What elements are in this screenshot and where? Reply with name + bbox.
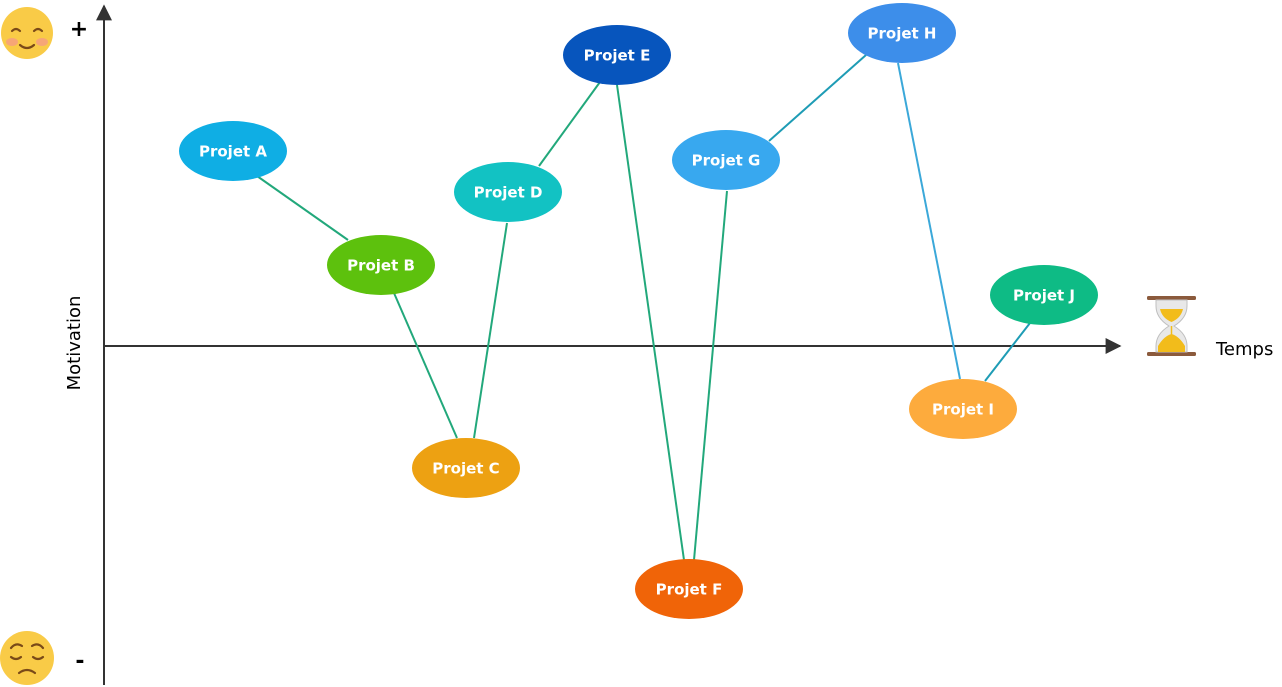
project-label: Projet A — [199, 143, 267, 161]
links-layer — [256, 54, 1031, 561]
link-e-f — [616, 84, 685, 561]
nodes-layer: Projet A Projet B Projet C Projet D Projet E… — [179, 3, 1098, 619]
project-node-b[interactable]: Projet B — [327, 235, 435, 295]
project-label: Projet C — [432, 460, 499, 478]
project-label: Projet G — [692, 152, 761, 170]
link-g-h — [768, 54, 867, 142]
project-node-e[interactable]: Projet E — [563, 25, 671, 85]
minus-sign: - — [75, 649, 84, 674]
project-ellipse — [672, 130, 780, 190]
project-ellipse — [563, 25, 671, 85]
y-axis-label: Motivation — [64, 296, 85, 391]
project-label: Projet I — [932, 401, 994, 419]
project-ellipse — [635, 559, 743, 619]
project-node-g[interactable]: Projet G — [672, 130, 780, 190]
x-axis-label: Temps — [1215, 339, 1273, 360]
project-node-f[interactable]: Projet F — [635, 559, 743, 619]
project-node-c[interactable]: Projet C — [412, 438, 520, 498]
project-ellipse — [412, 438, 520, 498]
project-label: Projet D — [474, 184, 543, 202]
link-c-d — [473, 222, 508, 439]
project-ellipse — [454, 162, 562, 222]
project-node-h[interactable]: Projet H — [848, 3, 956, 63]
link-i-j — [984, 322, 1031, 382]
link-h-i — [897, 62, 961, 380]
project-node-a[interactable]: Projet A — [179, 121, 287, 181]
project-ellipse — [909, 379, 1017, 439]
project-node-d[interactable]: Projet D — [454, 162, 562, 222]
project-ellipse — [990, 265, 1098, 325]
project-label: Projet F — [656, 581, 723, 599]
sad-face-icon — [0, 631, 54, 685]
project-node-j[interactable]: Projet J — [990, 265, 1098, 325]
project-ellipse — [848, 3, 956, 63]
link-a-b — [256, 175, 349, 241]
project-ellipse — [327, 235, 435, 295]
link-d-e — [538, 81, 601, 167]
project-label: Projet B — [347, 257, 415, 275]
project-node-i[interactable]: Projet I — [909, 379, 1017, 439]
hourglass-icon — [1147, 296, 1196, 356]
smiling-face-icon — [1, 7, 53, 59]
project-label: Projet H — [868, 25, 937, 43]
link-b-c — [393, 292, 458, 439]
project-ellipse — [179, 121, 287, 181]
project-label: Projet J — [1013, 287, 1075, 305]
project-label: Projet E — [584, 47, 651, 65]
link-f-g — [693, 190, 728, 561]
plus-sign: + — [70, 17, 88, 42]
